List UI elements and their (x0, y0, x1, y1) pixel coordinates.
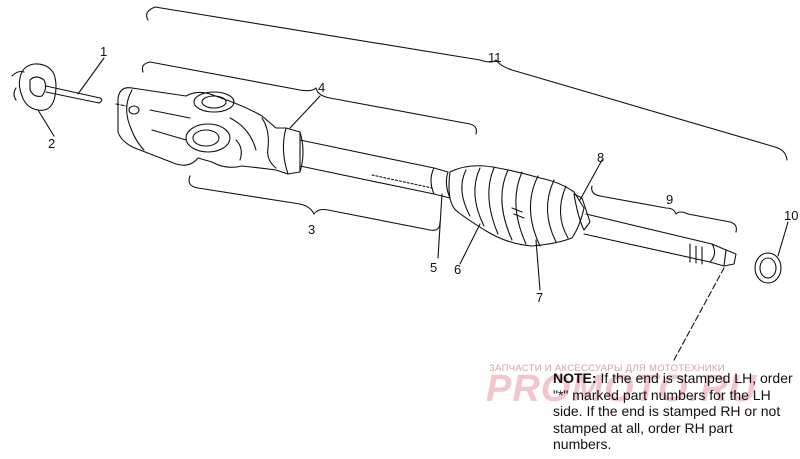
callout-2: 2 (48, 136, 55, 151)
callout-11: 11 (488, 50, 502, 65)
part-9-stub-shaft (583, 213, 737, 267)
part-1-pin (45, 85, 127, 107)
callout-4: 4 (318, 80, 325, 95)
leader-lines (37, 57, 789, 361)
watermark-tagline: ЗАПЧАСТИ И АКСЕССУАРЫ ДЛЯ МОТОТЕХНИКИ (489, 363, 725, 374)
callout-7: 7 (536, 290, 543, 305)
bracket-3 (188, 175, 441, 231)
part-4-cv-joint (117, 87, 304, 175)
bracket-4 (141, 61, 477, 135)
note-body: If the end is stamped LH, order "*" mark… (553, 370, 793, 453)
callout-5: 5 (430, 260, 437, 275)
callout-3: 3 (308, 222, 315, 237)
part-8-clamp (573, 193, 591, 231)
callout-labels: 1 2 3 4 5 6 7 8 9 10 11 (48, 44, 798, 305)
part-5-clamp (430, 167, 451, 199)
callout-9: 9 (666, 192, 673, 207)
callout-6: 6 (454, 262, 461, 277)
axle-shaft (299, 139, 435, 195)
part-10-snap-ring (754, 252, 782, 284)
bracket-11 (146, 6, 788, 161)
callout-10: 10 (784, 208, 798, 223)
callout-1: 1 (100, 44, 107, 59)
lh-rh-note: NOTE: If the end is stamped LH, order "*… (553, 370, 793, 453)
part-2-clip (11, 63, 57, 111)
bracket-9 (591, 185, 737, 233)
note-label: NOTE: (553, 370, 597, 386)
watermark-logo: PROMOTO.RU (486, 368, 758, 410)
part-6-7-boot (448, 165, 585, 247)
callout-8: 8 (597, 150, 604, 165)
